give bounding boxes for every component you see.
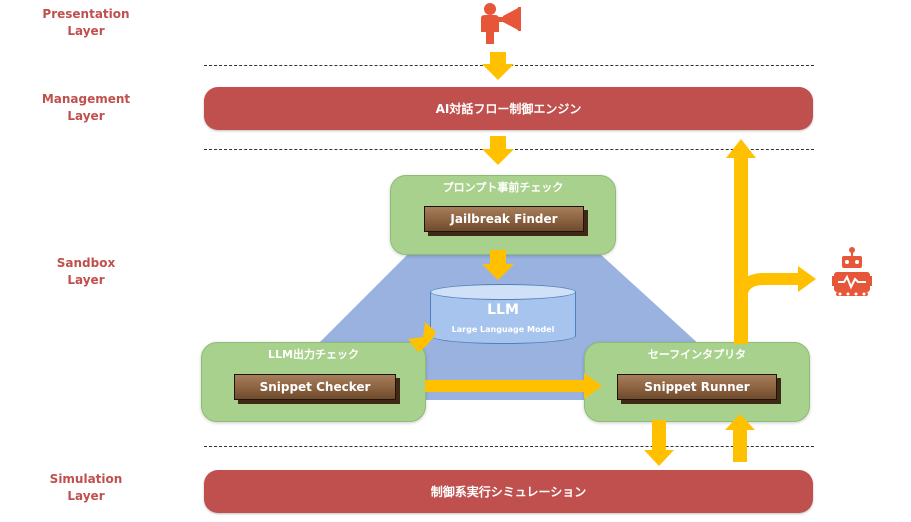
arrow-management-to-prompt-check xyxy=(482,136,514,165)
llm-cylinder-top xyxy=(430,284,576,300)
simulation-layer-label: Simulation Layer xyxy=(49,472,123,503)
interpreter-title: セーフインタプリタ xyxy=(647,348,747,361)
arrow-simulation-to-runner xyxy=(725,414,755,462)
llm-subtitle: Large Language Model xyxy=(451,325,555,334)
megaphone-user-icon xyxy=(481,3,521,44)
simulation-bar: 制御系実行シミュレーション xyxy=(204,470,813,513)
snippet-runner-module: Snippet Runner xyxy=(617,374,777,400)
llm-cylinder-body xyxy=(430,292,576,344)
snippet-checker-module: Snippet Checker xyxy=(234,374,396,400)
management-layer-label: Management Layer xyxy=(41,92,131,123)
arrow-branch-to-robot xyxy=(735,266,816,320)
sandbox-layer-label: Sandbox Layer xyxy=(56,256,116,287)
presentation-layer-label: Presentation Layer xyxy=(42,7,130,38)
arrow-runner-to-simulation xyxy=(644,420,674,466)
arrow-checker-to-runner xyxy=(425,373,602,399)
arrow-prompt-check-to-llm xyxy=(482,250,514,280)
arrow-user-to-management xyxy=(482,52,514,80)
output-check-title: LLM出力チェック xyxy=(268,348,359,361)
layer-divider xyxy=(204,446,814,447)
management-bar: AI対話フロー制御エンジン xyxy=(204,87,813,130)
prompt-check-title: プロンプト事前チェック xyxy=(442,181,564,194)
llm-title: LLM xyxy=(487,302,519,318)
arrow-llm-to-output-check xyxy=(408,322,436,352)
jailbreak-finder-module: Jailbreak Finder xyxy=(424,206,584,232)
robot-icon xyxy=(832,247,872,296)
